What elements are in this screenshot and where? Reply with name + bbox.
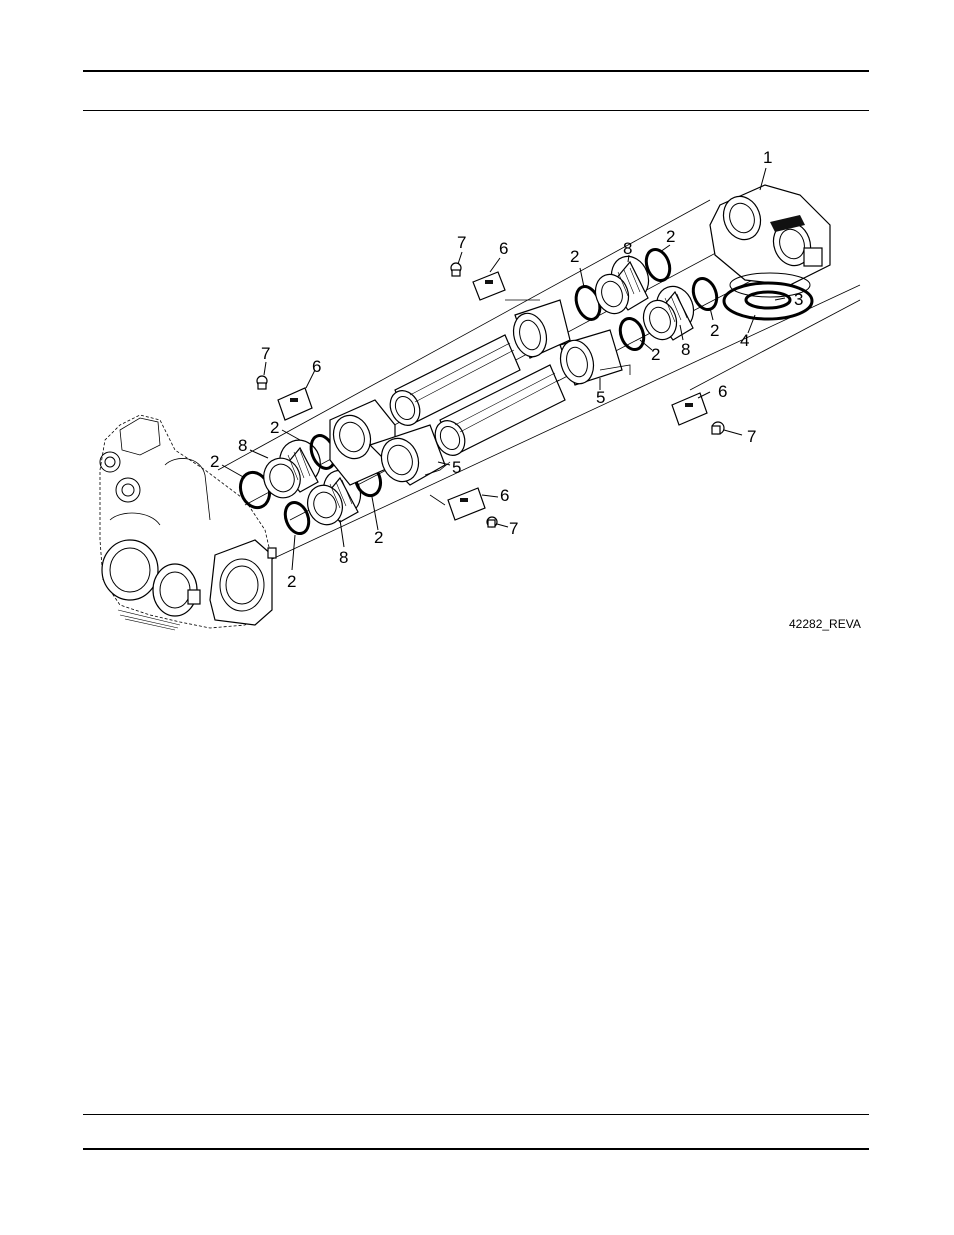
callout-2-left-b: 2 — [210, 452, 219, 471]
footer-rule-top — [83, 1114, 869, 1115]
clip-6-bottom — [448, 488, 485, 520]
callout-2-lower-b: 2 — [287, 572, 296, 591]
callout-6-bottom: 6 — [500, 486, 509, 505]
callout-8-left: 8 — [238, 436, 247, 455]
callout-2-upper-c: 2 — [710, 321, 719, 340]
valve-body-illustration — [100, 415, 276, 630]
footer-rule-bottom — [83, 1148, 869, 1150]
callout-2-lower-a: 2 — [374, 528, 383, 547]
callout-1: 1 — [763, 148, 772, 167]
clip-6-top — [473, 272, 505, 300]
callout-2-upper-d: 2 — [651, 345, 660, 364]
callout-7-left: 7 — [261, 344, 270, 363]
callout-7-right: 7 — [747, 427, 756, 446]
callout-5-left: 5 — [452, 458, 461, 477]
callout-6-right: 6 — [718, 382, 727, 401]
screw-7-top — [451, 263, 461, 276]
callout-4: 4 — [740, 331, 749, 350]
callout-6-left: 6 — [312, 357, 321, 376]
callout-2-upper-b: 2 — [666, 227, 675, 246]
screw-7-right — [712, 422, 724, 434]
top-valve-head — [710, 185, 830, 319]
callout-2-upper-a: 2 — [570, 247, 579, 266]
callout-7-bottom: 7 — [509, 519, 518, 538]
callout-7-top: 7 — [457, 233, 466, 252]
callout-2-left-a: 2 — [270, 418, 279, 437]
screw-7-left — [257, 376, 267, 389]
callout-5-right: 5 — [596, 388, 605, 407]
callout-8-upper-b: 8 — [681, 340, 690, 359]
figure-id-label: 42282_REVA — [789, 617, 861, 631]
screw-7-bottom — [487, 517, 497, 527]
clip-6-right — [672, 393, 707, 425]
callout-8-upper: 8 — [623, 239, 632, 258]
clip-6-left — [278, 388, 312, 420]
callout-8-lower: 8 — [339, 548, 348, 567]
exploded-parts-diagram: 1 7 6 2 8 2 3 4 2 2 8 5 6 7 7 6 2 8 2 5 … — [0, 0, 954, 700]
callout-6-top: 6 — [499, 239, 508, 258]
callout-3: 3 — [794, 290, 803, 309]
